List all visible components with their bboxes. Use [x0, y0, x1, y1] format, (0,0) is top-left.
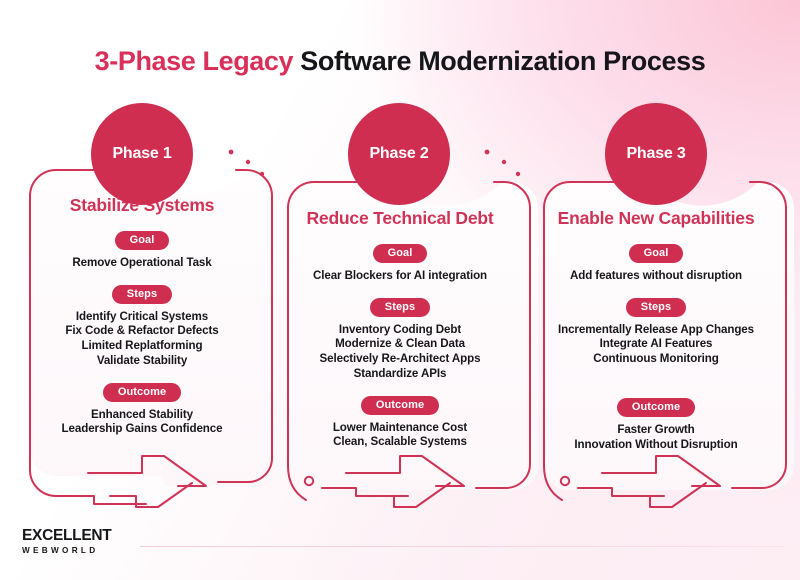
phase3-goal-pill: Goal — [628, 244, 684, 263]
phase1-steps-line-3: Validate Stability — [96, 353, 188, 367]
phase3-title: Enable New Capabilities — [557, 208, 755, 228]
phase2-goal-line-0: Clear Blockers for AI integration — [312, 269, 488, 282]
phase1-card-left-edge — [29, 169, 139, 471]
phase1-steps-line-2: Limited Replatforming — [81, 339, 203, 353]
phase3-steps-line-0: Incrementally Release App Changes — [557, 322, 754, 336]
brand-logo-line1: EXCELLENT — [22, 527, 112, 544]
phase2-steps-line-2: Selectively Re-Architect Apps — [319, 352, 481, 366]
phase-badge-3[interactable]: Phase 3 — [605, 103, 707, 205]
phase2-arrow-a — [345, 455, 465, 487]
phase2-outcome-pill: Outcome — [360, 395, 440, 415]
phase3-outcome-lines: Faster Growth Innovation Without Disrupt… — [528, 423, 784, 452]
brand-logo-line2: WEBWORLD — [22, 546, 99, 555]
phase3-goal-line-0: Add features without disruption — [569, 269, 743, 282]
phase3-goal-block: Goal Add features without disruption — [528, 243, 784, 284]
phase1-steps-line-0: Identify Critical Systems — [75, 309, 209, 323]
phase1-outcome-block: Outcome Enhanced Stability Leadership Ga… — [14, 382, 270, 437]
phase2-goal-pill: Goal — [372, 244, 428, 263]
phase1-steps-lines: Identify Critical Systems Fix Code & Ref… — [14, 310, 270, 369]
footer-divider — [140, 546, 785, 547]
phase2-arrow-b — [367, 482, 451, 508]
phase1-arrow-a — [87, 455, 207, 487]
decorative-dots-1 — [228, 149, 265, 177]
phase3-card-left-edge — [543, 181, 649, 467]
decorative-dots-2 — [484, 149, 521, 177]
phase-badge-2[interactable]: Phase 2 — [348, 103, 450, 205]
phase1-steps-pill: Steps — [111, 284, 173, 304]
phase3-outcome-line-1: Innovation Without Disruption — [574, 437, 738, 451]
phase3-steps-line-2: Continuous Monitoring — [593, 352, 719, 366]
phase2-outcome-lines: Lower Maintenance Cost Clean, Scalable S… — [272, 421, 528, 450]
phase2-title: Reduce Technical Debt — [306, 208, 494, 228]
phase2-steps-line-3: Standardize APIs — [353, 366, 447, 380]
phase1-title: Stabilize Systems — [69, 195, 215, 215]
phase2-outcome-line-1: Clean, Scalable Systems — [333, 435, 467, 449]
phase2-card-fill — [288, 182, 538, 490]
phase1-goal-lines: Remove Operational Task — [14, 256, 270, 271]
phase3-card-fill — [544, 182, 794, 490]
phase3-connector-dot — [559, 475, 571, 487]
phase2-steps-line-0: Inventory Coding Debt — [338, 322, 462, 336]
phase1-outcome-line-0: Enhanced Stability — [91, 407, 193, 421]
phase1-outcome-pill: Outcome — [102, 382, 182, 402]
phase1-outcome-line-1: Leadership Gains Confidence — [61, 422, 223, 436]
page-title: 3-Phase Legacy Software Modernization Pr… — [0, 46, 800, 77]
phase1-card-fill — [30, 170, 286, 486]
phase-badge-1[interactable]: Phase 1 — [91, 103, 193, 205]
phase2-outcome-block: Outcome Lower Maintenance Cost Clean, Sc… — [272, 395, 528, 450]
phase2-steps-lines: Inventory Coding Debt Modernize & Clean … — [272, 323, 528, 382]
phase2-card-left-edge — [287, 181, 393, 467]
phase2-steps-line-1: Modernize & Clean Data — [335, 337, 465, 351]
phase3-steps-block: Steps Incrementally Release App Changes … — [528, 297, 784, 367]
phase3-left-curl — [543, 465, 563, 501]
phase3-steps-lines: Incrementally Release App Changes Integr… — [528, 323, 784, 367]
phase2-outcome-line-0: Lower Maintenance Cost — [332, 420, 468, 434]
phase1-goal-block: Goal Remove Operational Task — [14, 230, 270, 271]
phase2-goal-lines: Clear Blockers for AI integration — [272, 269, 528, 284]
phase3-steps-pill: Steps — [625, 297, 687, 317]
phase2-goal-block: Goal Clear Blockers for AI integration — [272, 243, 528, 284]
page-title-rest: Software Modernization Process — [300, 46, 706, 76]
brand-logo[interactable]: EXCELLENT WEBWORLD — [22, 527, 112, 555]
phase3-card-right-edge — [731, 181, 787, 489]
phase1-goal-line-0: Remove Operational Task — [72, 256, 212, 269]
phase-column-3: Enable New Capabilities Goal Add feature… — [528, 208, 784, 455]
page-title-accent: 3-Phase Legacy — [94, 46, 294, 76]
phase1-goal-pill: Goal — [114, 231, 170, 250]
phase-column-2: Reduce Technical Debt Goal Clear Blocker… — [272, 208, 528, 453]
phase2-card-right-edge — [475, 181, 531, 489]
phase3-arrow-b — [623, 482, 707, 508]
phase2-steps-block: Steps Inventory Coding Debt Modernize & … — [272, 297, 528, 382]
phase3-outcome-pill: Outcome — [616, 397, 696, 417]
phase3-outcome-block: Outcome Faster Growth Innovation Without… — [528, 397, 784, 452]
phase1-card-right-edge — [217, 169, 273, 483]
phase3-arrow-a — [601, 455, 721, 487]
phase1-outcome-lines: Enhanced Stability Leadership Gains Conf… — [14, 408, 270, 437]
phase3-outcome-line-0: Faster Growth — [617, 422, 695, 436]
phase1-steps-block: Steps Identify Critical Systems Fix Code… — [14, 284, 270, 369]
phase3-goal-lines: Add features without disruption — [528, 269, 784, 284]
phase2-steps-pill: Steps — [369, 297, 431, 317]
phase1-card-bottom-edge — [29, 469, 147, 505]
phase2-left-curl — [287, 465, 307, 501]
phase1-arrow-b — [109, 482, 193, 508]
phase1-steps-line-1: Fix Code & Refactor Defects — [65, 324, 219, 338]
phase3-steps-line-1: Integrate AI Features — [599, 337, 713, 351]
phase-column-1: Stabilize Systems Goal Remove Operationa… — [14, 195, 270, 440]
phase2-connector-dot — [303, 475, 315, 487]
